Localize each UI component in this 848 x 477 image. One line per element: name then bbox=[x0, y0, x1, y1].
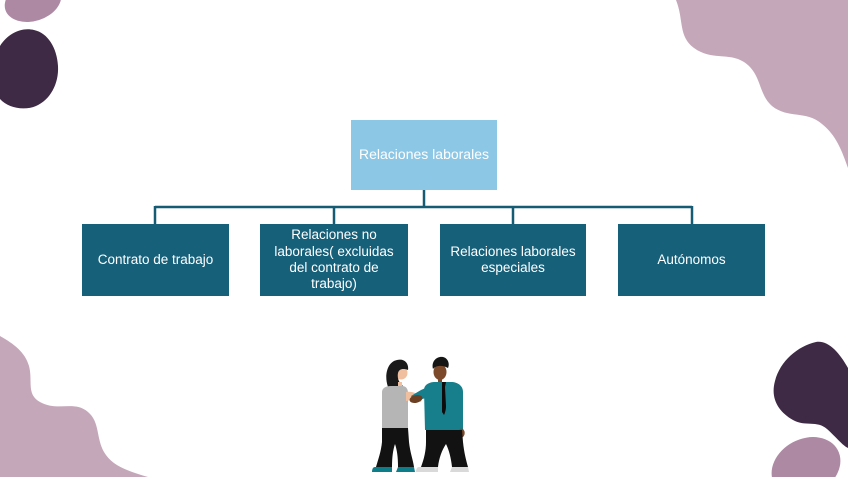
diagram-box-autonomos: Autónomos bbox=[618, 224, 765, 296]
blob-top-left-mauve bbox=[4, 0, 62, 23]
wave-top-right-mauve bbox=[676, 0, 848, 168]
handshake-illustration bbox=[372, 356, 469, 472]
diagram-box-label: Autónomos bbox=[657, 251, 726, 267]
diagram-box-relaciones-no-laborales: Relaciones no laborales( excluidas del c… bbox=[260, 224, 408, 296]
diagram-box-label: Relaciones laborales especiales bbox=[450, 243, 576, 275]
diagram-box-label: Contrato de trabajo bbox=[97, 251, 214, 267]
diagram-box-label: Relaciones no laborales( excluidas del c… bbox=[274, 227, 394, 292]
diagram-root-box: Relaciones laborales bbox=[351, 120, 497, 190]
blob-bottom-right-dark bbox=[773, 341, 848, 448]
blob-top-left-dark bbox=[0, 29, 59, 109]
blob-bottom-right-mauve bbox=[771, 437, 841, 477]
diagram-box-relaciones-laborales-especiales: Relaciones laborales especiales bbox=[440, 224, 586, 296]
person-woman bbox=[372, 359, 422, 472]
diagram-box-contrato-de-trabajo: Contrato de trabajo bbox=[82, 224, 229, 296]
diagram-root-label: Relaciones laborales bbox=[359, 146, 489, 163]
person-man bbox=[409, 356, 469, 472]
wave-bottom-left-mauve bbox=[0, 336, 148, 477]
